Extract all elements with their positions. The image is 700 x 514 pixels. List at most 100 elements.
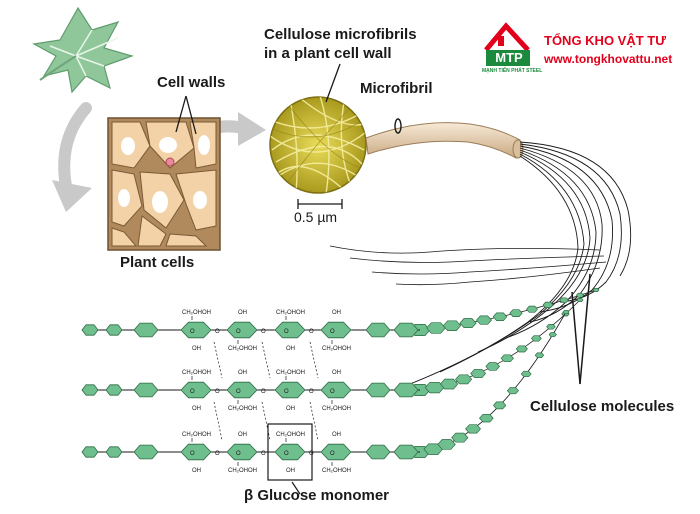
ring <box>105 446 123 458</box>
microfibril-label: Microfibril <box>360 80 433 97</box>
chain-bead <box>520 370 532 378</box>
chain-bead <box>470 368 487 379</box>
ring-oxygen-label: O <box>330 389 335 395</box>
cell-walls-label: Cell walls <box>157 74 226 91</box>
ring-oxygen-label: O <box>330 451 335 457</box>
chain-bead <box>531 335 542 342</box>
glucose-ring <box>226 381 258 399</box>
glycosidic-oxygen-label: O <box>215 389 220 395</box>
chain-bead <box>476 315 492 325</box>
ring-oxygen-label: O <box>190 389 195 395</box>
oh-label: OH <box>332 370 341 376</box>
hydrogen-bond <box>261 401 271 441</box>
oh-label: OH <box>238 432 247 438</box>
chain-bead <box>506 387 519 395</box>
hydrogen-bond <box>213 341 223 379</box>
ch2oh-label: CH₂OH <box>322 468 342 474</box>
ring-oxygen-label: O <box>190 329 195 335</box>
bead-chains <box>409 287 600 458</box>
chain-bead <box>548 332 557 338</box>
chain-bead <box>451 432 469 443</box>
ring <box>81 324 99 336</box>
ring <box>365 322 391 338</box>
hydrogen-bond <box>309 341 319 379</box>
ring-oxygen-label: O <box>190 451 195 457</box>
bead-chain <box>409 287 600 336</box>
oh-label: OH <box>202 310 211 316</box>
cellulose-molecules-label: Cellulose molecules <box>530 398 675 415</box>
oh-label: OH <box>202 432 211 438</box>
ch2oh-label: CH₂OH <box>276 370 296 376</box>
oh-label: OH <box>248 468 257 474</box>
chain-bead <box>546 324 556 330</box>
oh-label: OH <box>192 406 201 412</box>
leaf-illustration <box>32 6 134 94</box>
oh-label: OH <box>192 346 201 352</box>
chain-bead <box>459 318 477 328</box>
brand-url: www.tongkhovattu.net <box>544 52 673 66</box>
oh-label: OH <box>296 432 305 438</box>
ring-oxygen-label: O <box>236 451 241 457</box>
glucose-ring <box>226 321 258 339</box>
oh-label: OH <box>248 406 257 412</box>
ch2oh-label: CH₂OH <box>182 432 202 438</box>
scale-bar <box>297 199 343 209</box>
microfibrils-label-line2: in a plant cell wall <box>264 45 392 62</box>
cell-walls-pointer-1 <box>175 95 187 133</box>
ring-oxygen-label: O <box>330 329 335 335</box>
strand-curves-left <box>329 245 607 286</box>
microfibril-micrograph <box>269 96 367 194</box>
glycosidic-oxygen-label: O <box>261 329 266 335</box>
molecules-pointer-1 <box>579 273 591 385</box>
oh-label: OH <box>286 468 295 474</box>
ring-oxygen-label: O <box>284 451 289 457</box>
ring <box>393 444 419 460</box>
ch2oh-label: CH₂OH <box>182 370 202 376</box>
ring <box>105 324 123 336</box>
oh-label: OH <box>332 432 341 438</box>
glucose-monomer-label: β Glucose monomer <box>244 487 390 504</box>
chain-bead <box>500 354 514 363</box>
ring <box>393 382 419 398</box>
bead-chain <box>409 309 570 458</box>
glucose-ring <box>180 381 212 399</box>
glucose-ring <box>320 443 352 461</box>
ring <box>133 382 159 398</box>
ring <box>365 444 391 460</box>
ch2oh-label: CH₂OH <box>228 346 248 352</box>
oh-label: OH <box>238 310 247 316</box>
chain-bead <box>437 439 456 450</box>
oh-label: OH <box>342 468 351 474</box>
glucose-ring <box>180 321 212 339</box>
chain-bead <box>485 362 500 371</box>
glycosidic-oxygen-label: O <box>261 389 266 395</box>
ch2oh-label: CH₂OH <box>322 406 342 412</box>
ring-oxygen-label: O <box>236 329 241 335</box>
ring-oxygen-label: O <box>284 389 289 395</box>
chain-bead <box>515 345 528 353</box>
chain-bead <box>526 305 538 313</box>
ring <box>133 444 159 460</box>
chain-bead <box>576 297 584 303</box>
chain-bead <box>559 297 569 304</box>
chain-bead <box>542 301 554 308</box>
microfibrils-label-line1: Cellulose microfibrils <box>264 26 417 43</box>
chain-bead <box>426 322 446 334</box>
chain-bead <box>592 287 600 293</box>
glucose-ring <box>274 381 306 399</box>
glucose-ring <box>320 381 352 399</box>
hydrogen-bond <box>213 401 223 441</box>
ring-oxygen-label: O <box>236 389 241 395</box>
chain-bead <box>534 352 545 359</box>
chain-bead <box>509 309 523 317</box>
chain-bead <box>442 320 462 331</box>
oh-label: OH <box>202 370 211 376</box>
glucose-pointer <box>291 481 301 495</box>
oh-label: OH <box>296 370 305 376</box>
cell-walls-pointer-2 <box>185 95 197 135</box>
glucose-ring <box>226 443 258 461</box>
glycosidic-oxygen-label: O <box>215 451 220 457</box>
